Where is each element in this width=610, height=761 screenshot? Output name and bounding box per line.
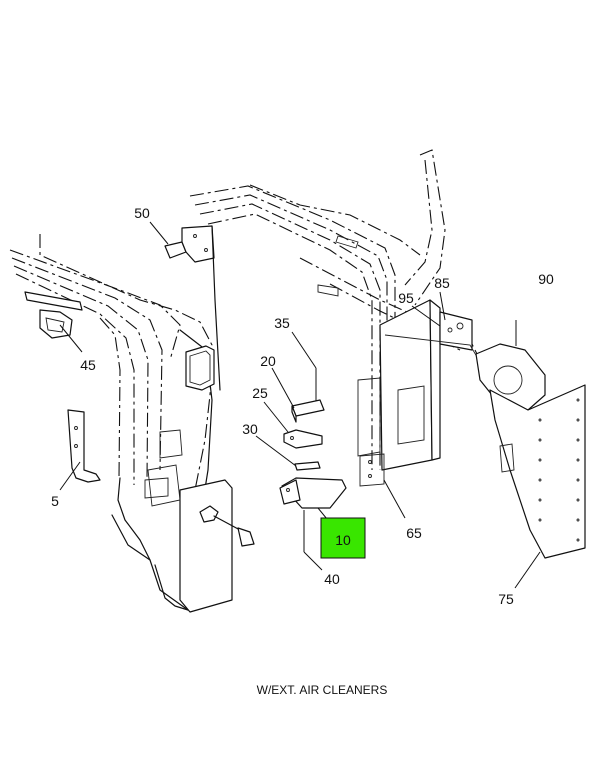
center-support-box: [357, 299, 441, 519]
callout-30: 30: [242, 421, 258, 437]
left-side-panel: [9, 234, 233, 613]
right-rear-panel: [475, 320, 586, 589]
part-5-bracket: [59, 409, 101, 491]
callout-20: 20: [260, 353, 276, 369]
part-50-bracket: [149, 221, 215, 263]
callout-90: 90: [538, 271, 554, 287]
callout-35: 35: [274, 315, 290, 331]
callout-75: 75: [498, 591, 514, 607]
callout-85: 85: [434, 275, 450, 291]
callout-95: 95: [398, 290, 414, 306]
diagram-caption: W/EXT. AIR CLEANERS: [257, 683, 388, 697]
cab-back-wall: [189, 149, 481, 470]
callout-45: 45: [80, 357, 96, 373]
callout-10-highlight[interactable]: 10: [320, 517, 366, 559]
callout-5: 5: [51, 493, 59, 509]
lower-panel-fitting: [199, 505, 255, 547]
callout-10: 10: [335, 532, 351, 548]
part-45-bracket: [24, 291, 83, 353]
callout-25: 25: [252, 385, 268, 401]
callout-50: 50: [134, 205, 150, 221]
callout-labels: 5 20 25 30 35 40 45 50 65 75 85 90 95: [51, 205, 554, 607]
callout-40: 40: [324, 571, 340, 587]
mount-stack: [255, 331, 347, 571]
part-85-95-bracket: [384, 291, 481, 363]
callout-65: 65: [406, 525, 422, 541]
